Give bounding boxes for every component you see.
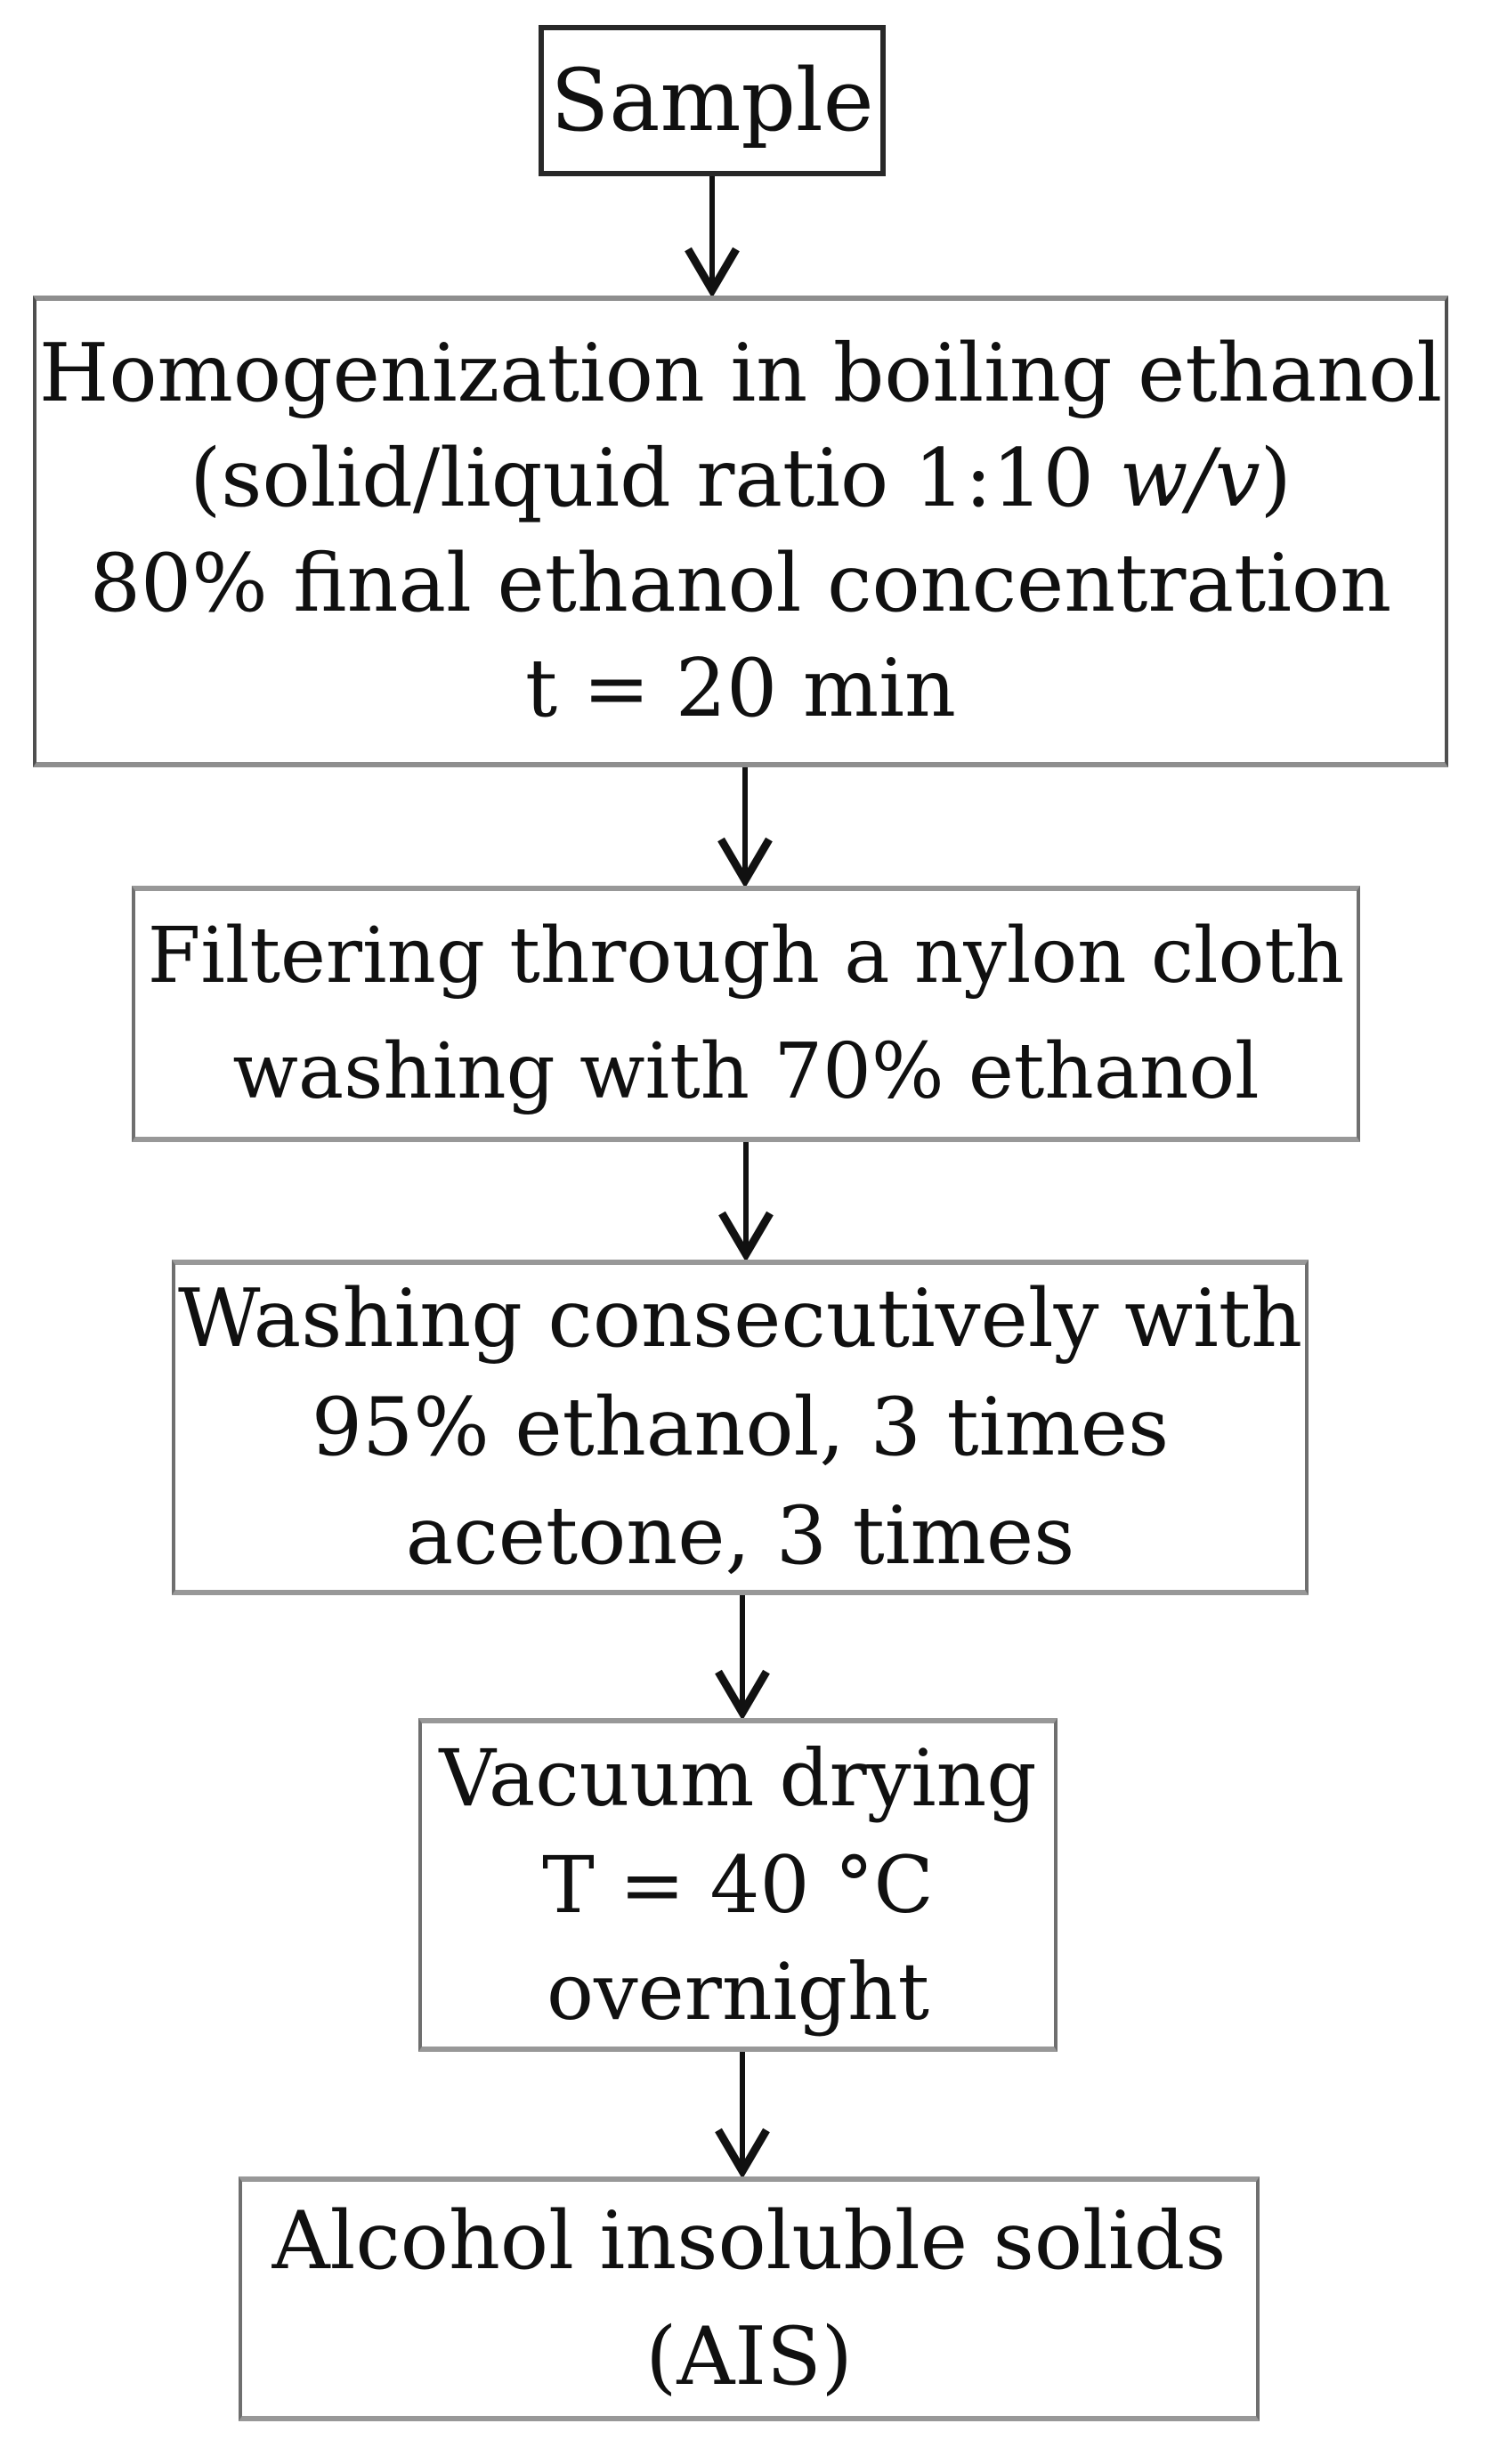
arrow-down-4 (710, 1595, 774, 1718)
flow-box-filtering: Filtering through a nylon cloth washing … (132, 886, 1360, 1142)
flow-box-homogenization: Homogenization in boiling ethanol (solid… (33, 296, 1448, 767)
arrow-down-icon (685, 176, 740, 296)
arrow-down-icon (718, 1142, 774, 1260)
ratio-text: (solid/liquid ratio 1:10 (190, 432, 1120, 525)
arrow-down-icon (715, 1595, 770, 1718)
flow-box-homogenization-line4: t = 20 min (524, 642, 956, 735)
flow-box-vacuum-drying: Vacuum drying T = 40 °C overnight (418, 1718, 1057, 2052)
flow-box-washing-line2: 95% ethanol, 3 times (311, 1380, 1170, 1474)
arrow-down-3 (714, 1142, 778, 1260)
flow-box-vacuum-line1: Vacuum drying (439, 1731, 1037, 1824)
flow-box-washing-line3: acetone, 3 times (405, 1488, 1075, 1583)
flow-box-vacuum-line3: overnight (546, 1945, 930, 2038)
flow-box-ais: Alcohol insoluble solids (AIS) (239, 2176, 1260, 2421)
flow-box-sample: Sample (539, 25, 886, 176)
arrow-down-1 (680, 176, 744, 296)
flow-box-ais-line2: (AIS) (645, 2309, 853, 2403)
arrow-down-icon (717, 767, 773, 886)
flow-box-washing-line1: Washing consecutively with (177, 1271, 1303, 1366)
ratio-wv-italic: w/v (1119, 432, 1260, 525)
arrow-down-5 (710, 2052, 774, 2176)
flow-box-ais-line1: Alcohol insoluble solids (271, 2193, 1227, 2288)
flow-box-homogenization-line1: Homogenization in boiling ethanol (38, 327, 1443, 420)
ratio-close-paren: ) (1260, 432, 1292, 525)
flow-box-vacuum-line2: T = 40 °C (542, 1838, 934, 1931)
flow-box-homogenization-line2: (solid/liquid ratio 1:10 w/v) (190, 426, 1292, 531)
arrow-down-icon (715, 2052, 770, 2176)
flow-box-sample-label: Sample (550, 51, 874, 150)
flow-box-filtering-line2: washing with 70% ethanol (232, 1027, 1260, 1116)
arrow-down-2 (713, 767, 777, 886)
flow-box-filtering-line1: Filtering through a nylon cloth (147, 912, 1345, 1001)
flow-box-homogenization-line3: 80% final ethanol concentration (89, 537, 1392, 630)
flow-box-washing: Washing consecutively with 95% ethanol, … (172, 1260, 1309, 1595)
